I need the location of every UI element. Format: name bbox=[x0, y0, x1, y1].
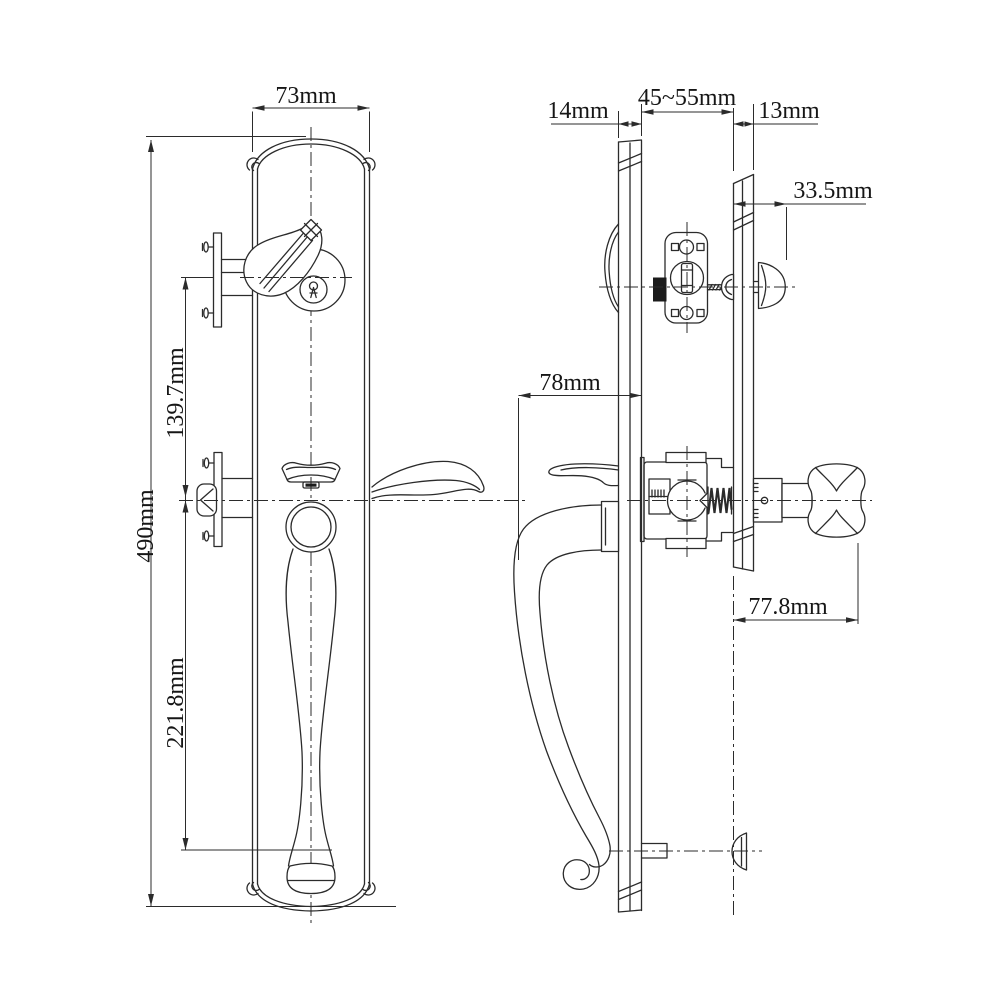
dimension-door-thickness: 45~55mm bbox=[638, 85, 737, 171]
mounting-screw-icon bbox=[202, 457, 215, 542]
grip-handle-side bbox=[513, 463, 620, 890]
dimension-interior-plate-thickness: 13mm bbox=[733, 98, 820, 170]
deadbolt-mechanism-side bbox=[599, 222, 799, 333]
grip-mount-block bbox=[600, 500, 620, 553]
deadbolt-assembly-front bbox=[201, 218, 352, 328]
latch-mechanism-side bbox=[627, 446, 872, 557]
dim-plate-width: 73mm bbox=[275, 83, 337, 109]
dimension-lever-to-grip-end: 221.8mm bbox=[163, 500, 189, 850]
grip-handle-front bbox=[285, 548, 337, 895]
dimension-lever-projection: 77.8mm bbox=[733, 543, 859, 624]
dim-thumbturn-projection: 33.5mm bbox=[793, 178, 873, 204]
dimension-plate-width: 73mm bbox=[252, 83, 370, 152]
dimension-deadbolt-to-lever: 139.7mm bbox=[163, 277, 332, 851]
exterior-plate-side bbox=[617, 139, 643, 913]
dimension-plate-height: 490mm bbox=[133, 136, 396, 907]
thumb-piece-front bbox=[281, 461, 341, 489]
dimension-grip-projection: 78mm bbox=[518, 370, 642, 560]
front-view bbox=[179, 127, 528, 927]
dimension-thumbturn-projection: 33.5mm bbox=[733, 178, 873, 260]
cylinder-tail bbox=[653, 277, 667, 302]
latch-assembly-front bbox=[179, 451, 528, 895]
mounting-screw-icon bbox=[201, 241, 215, 319]
keyhole-icon bbox=[308, 281, 319, 299]
dim-plate-height: 490mm bbox=[133, 489, 159, 563]
interior-lever-front bbox=[371, 460, 485, 500]
bottom-mount-post bbox=[609, 576, 762, 917]
thumb-piece-profile bbox=[548, 463, 620, 487]
dim-exterior-thickness: 14mm bbox=[547, 98, 609, 124]
dim-door-thickness: 45~55mm bbox=[638, 85, 737, 111]
dim-deadbolt-to-lever: 139.7mm bbox=[163, 347, 189, 439]
dimension-exterior-plate-thickness: 14mm bbox=[547, 98, 642, 138]
interior-plate-side bbox=[732, 173, 755, 572]
thumbturn-paddle-profile bbox=[604, 223, 620, 314]
dim-grip-projection: 78mm bbox=[539, 370, 601, 396]
grip-ring bbox=[285, 501, 337, 553]
side-view bbox=[513, 139, 872, 917]
dim-lever-projection: 77.8mm bbox=[748, 594, 828, 620]
dim-lever-to-grip-end: 221.8mm bbox=[163, 657, 189, 749]
dim-interior-thickness: 13mm bbox=[758, 98, 820, 124]
dimensions: 73mm 490mm 139.7mm 221.8mm 14mm bbox=[133, 83, 873, 907]
